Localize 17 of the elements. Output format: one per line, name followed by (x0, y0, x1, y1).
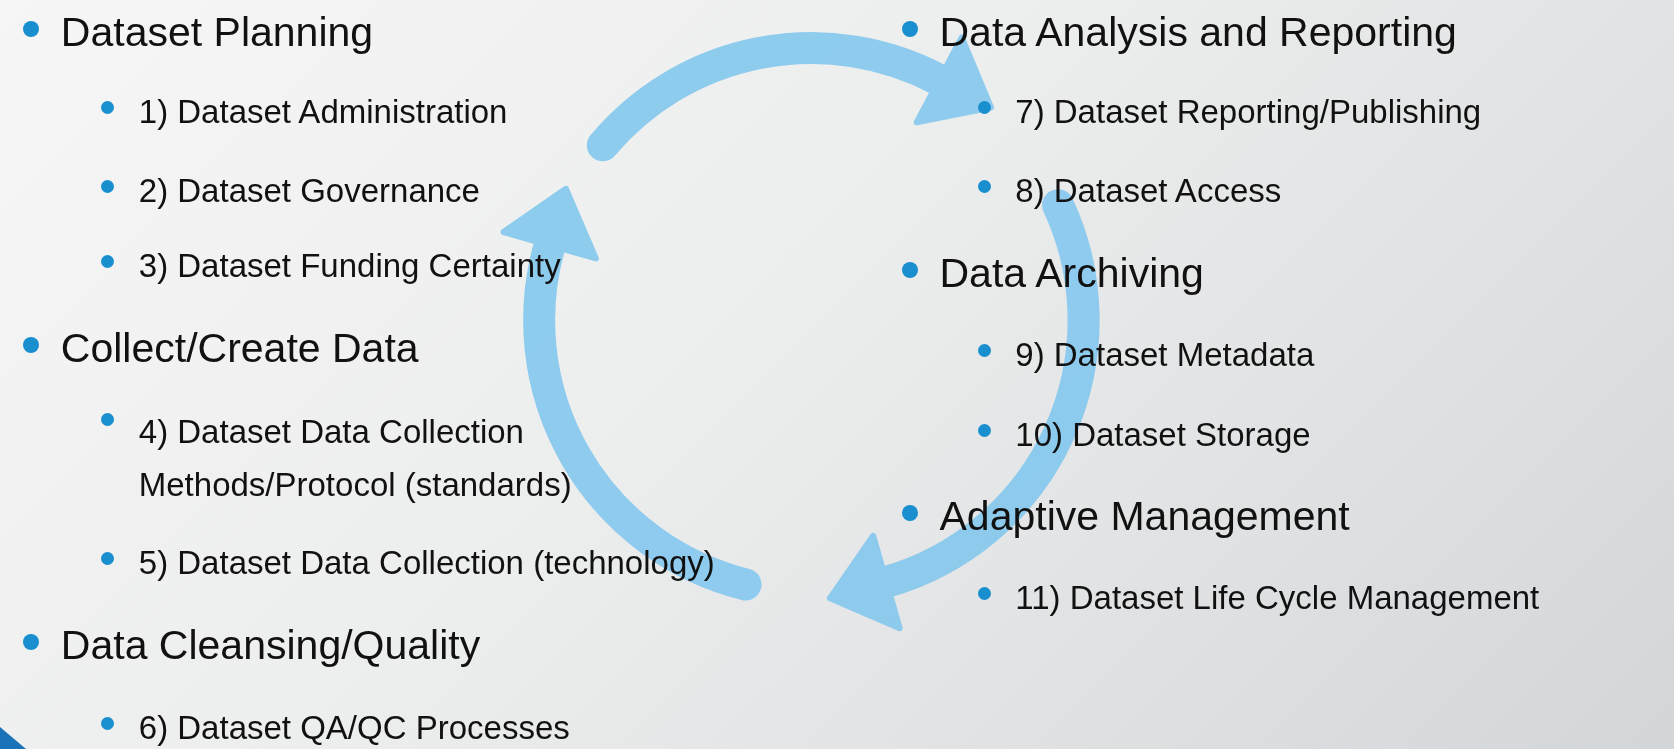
section-heading: Dataset Planning (60, 9, 374, 56)
section-heading: Collect/Create Data (60, 325, 419, 372)
list-item: 2) Dataset Governance (138, 172, 480, 210)
list-item: 10) Dataset Storage (1015, 415, 1311, 453)
section-heading: Data Archiving (939, 250, 1204, 297)
list-item: 5) Dataset Data Collection (technology) (138, 543, 715, 581)
list-item: 9) Dataset Metadata (1015, 335, 1315, 373)
list-item: 1) Dataset Administration (138, 93, 508, 131)
list-item: 7) Dataset Reporting/Publishing (1015, 93, 1482, 131)
list-item: 4) Dataset Data Collection Methods/Protocol (standards) (138, 413, 572, 504)
section-heading: Adaptive Management (939, 492, 1350, 539)
section-heading: Data Cleansing/Quality (60, 621, 481, 668)
list-item: 6) Dataset QA/QC Processes (138, 709, 570, 747)
list-item: 3) Dataset Funding Certainty (138, 246, 561, 284)
section-heading: Data Analysis and Reporting (939, 9, 1457, 56)
list-item: 8) Dataset Access (1015, 172, 1282, 210)
list-item: 11) Dataset Life Cycle Management (1015, 578, 1540, 616)
